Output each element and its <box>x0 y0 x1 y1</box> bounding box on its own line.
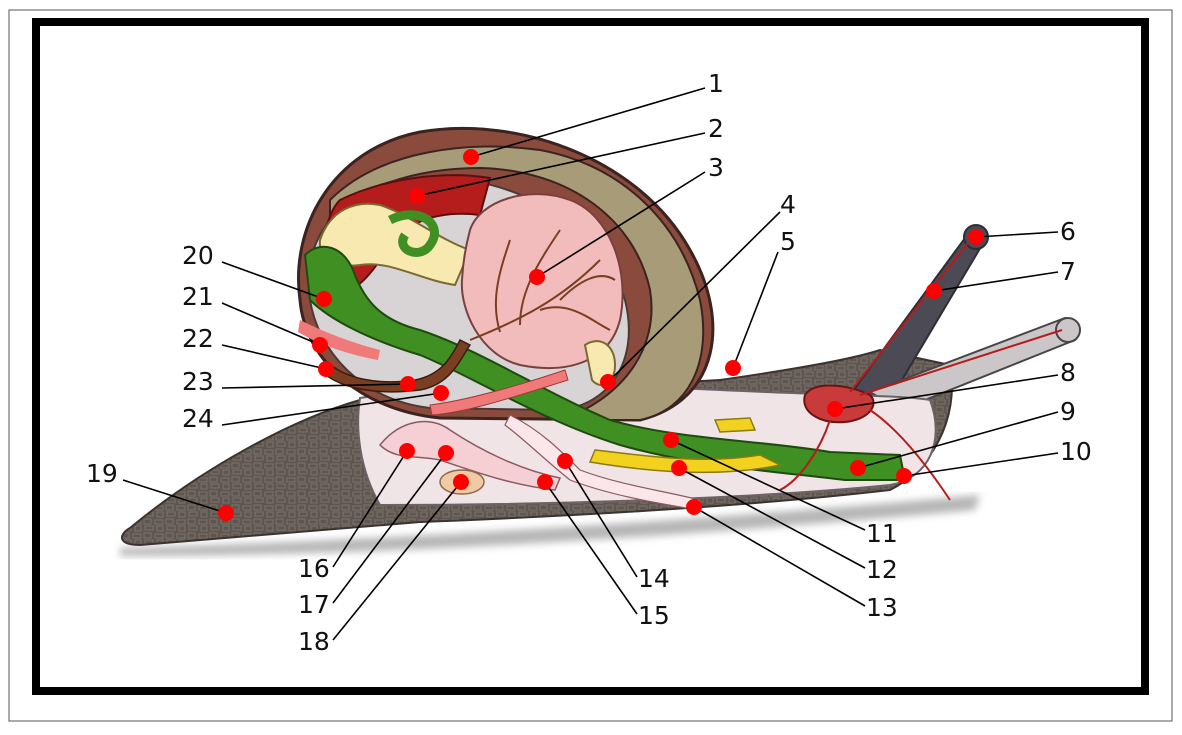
label-19: 19 <box>86 459 118 488</box>
marker-15 <box>537 474 553 490</box>
marker-12 <box>671 460 687 476</box>
label-8: 8 <box>1060 358 1076 387</box>
marker-3 <box>529 269 545 285</box>
label-11: 11 <box>866 519 898 548</box>
label-23: 23 <box>182 367 214 396</box>
marker-1 <box>463 149 479 165</box>
label-13: 13 <box>866 593 898 622</box>
marker-5 <box>725 360 741 376</box>
marker-7 <box>926 283 942 299</box>
marker-17 <box>438 445 454 461</box>
label-21: 21 <box>182 282 214 311</box>
label-5: 5 <box>780 227 796 256</box>
label-15: 15 <box>638 601 670 630</box>
marker-18 <box>453 474 469 490</box>
marker-19 <box>218 505 234 521</box>
label-1: 1 <box>708 69 724 98</box>
marker-4 <box>600 374 616 390</box>
label-4: 4 <box>780 190 796 219</box>
marker-10 <box>896 468 912 484</box>
marker-8 <box>827 401 843 417</box>
label-22: 22 <box>182 324 214 353</box>
marker-21 <box>312 337 328 353</box>
label-18: 18 <box>298 627 330 656</box>
label-3: 3 <box>708 153 724 182</box>
marker-20 <box>316 291 332 307</box>
marker-9 <box>850 460 866 476</box>
label-6: 6 <box>1060 217 1076 246</box>
marker-11 <box>663 432 679 448</box>
label-14: 14 <box>638 564 670 593</box>
marker-23 <box>400 376 416 392</box>
label-17: 17 <box>298 590 330 619</box>
marker-16 <box>399 443 415 459</box>
label-10: 10 <box>1060 437 1092 466</box>
marker-14 <box>557 453 573 469</box>
marker-24 <box>433 385 449 401</box>
label-20: 20 <box>182 241 214 270</box>
label-7: 7 <box>1060 257 1076 286</box>
label-2: 2 <box>708 114 724 143</box>
label-16: 16 <box>298 554 330 583</box>
marker-2 <box>409 188 425 204</box>
marker-13 <box>686 499 702 515</box>
label-9: 9 <box>1060 397 1076 426</box>
digestive-gland-upper <box>715 418 755 432</box>
marker-22 <box>318 361 334 377</box>
label-24: 24 <box>182 404 214 433</box>
label-12: 12 <box>866 555 898 584</box>
marker-6 <box>968 229 984 245</box>
